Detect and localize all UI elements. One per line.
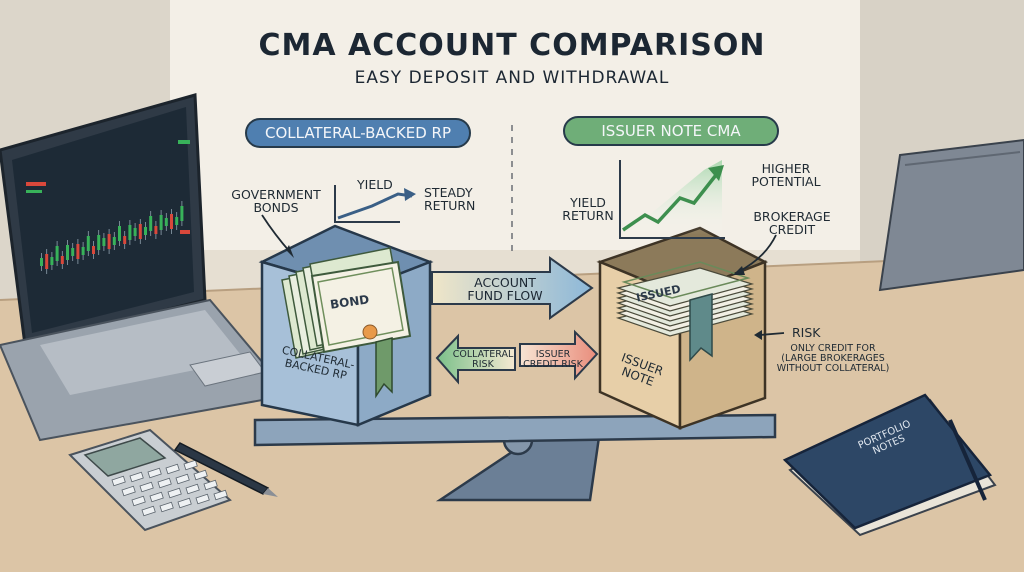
pointer-arrows [261, 214, 785, 340]
calculator [68, 428, 232, 532]
higher-yield-chart [619, 160, 725, 239]
steady-yield-chart [334, 185, 416, 223]
risk-label: RISK [792, 325, 821, 340]
pen [173, 442, 278, 497]
yield-return-label: YIELD RETURN [562, 195, 614, 224]
collateral-risk-arrow [435, 333, 516, 385]
fund-flow-label: ACCOUNT FUND FLOW [467, 275, 543, 304]
issuer-risk-arrow [519, 329, 599, 381]
notebook [782, 393, 997, 537]
laptop [0, 93, 292, 442]
issuer-note-pill: ISSUER NOTE CMA [563, 116, 779, 146]
issuer-credit-risk-label: ISSUER CREDIT RISK [523, 349, 583, 370]
seesaw [253, 413, 777, 502]
page-subtitle: EASY DEPOSIT AND WITHDRAWAL [354, 68, 670, 88]
risk-note: ONLY CREDIT FOR (LARGE BROKERAGES WITHOU… [776, 343, 890, 374]
chair [878, 138, 1024, 292]
government-bonds-label: GOVERNMENT BONDS [231, 187, 321, 216]
left-collateral-box [258, 224, 434, 427]
collateral-rp-pill: COLLATERAL-BACKED RP [245, 118, 471, 148]
left-yield-label: YIELD [357, 177, 393, 192]
higher-potential-label: HIGHER POTENTIAL [751, 161, 821, 190]
fund-flow-arrow [431, 256, 594, 320]
collateral-risk-label: COLLATERAL RISK [452, 349, 514, 370]
page-title: CMA ACCOUNT COMPARISON [258, 28, 766, 63]
brokerage-credit-label: BROKERAGE CREDIT [753, 209, 831, 238]
steady-return-label: STEADY RETURN [424, 185, 476, 214]
right-issuer-box [596, 226, 769, 430]
